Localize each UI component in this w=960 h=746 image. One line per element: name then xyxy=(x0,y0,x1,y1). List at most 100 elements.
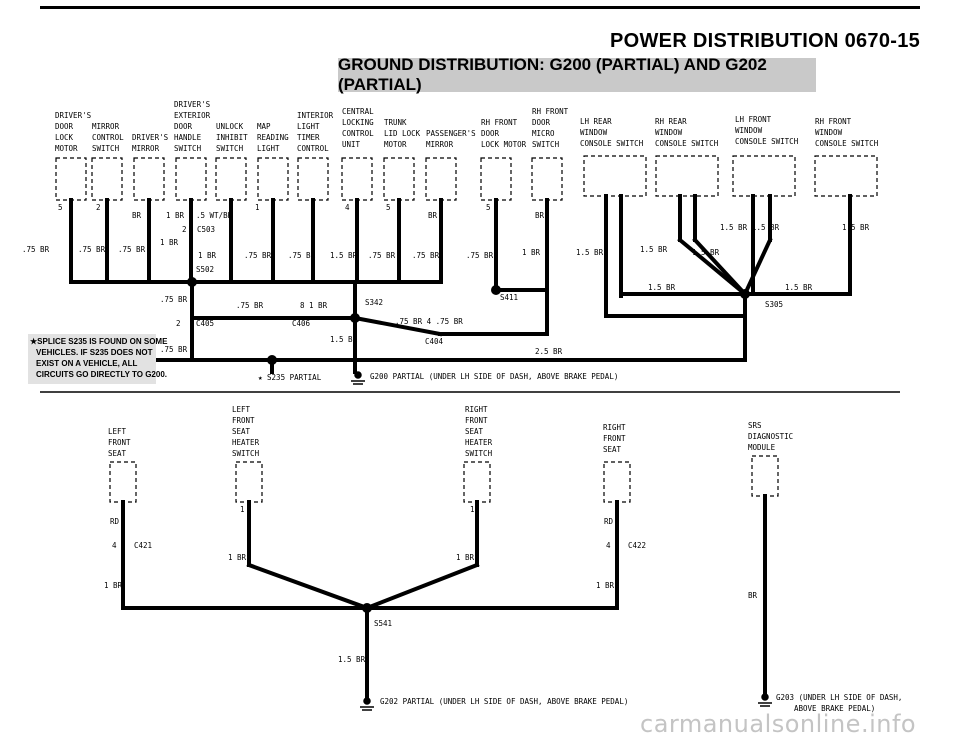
component-box-rh-rear-window-switch xyxy=(655,155,719,197)
label-line: CENTRAL xyxy=(342,107,374,116)
label-line: LOCK MOTOR xyxy=(481,140,527,149)
label-line: DRIVER'S xyxy=(132,133,169,142)
note-line: VEHICLES. IF S235 DOES NOT xyxy=(36,348,153,357)
label-line: HEATER xyxy=(232,438,260,447)
lower-splices xyxy=(362,603,372,613)
wire-label: 1 BR xyxy=(522,248,541,257)
splice-label-s235: ★ S235 PARTIAL xyxy=(258,373,322,382)
label-line: TIMER xyxy=(297,133,320,142)
lower-wires xyxy=(121,494,767,702)
label-line: INTERIOR xyxy=(297,111,334,120)
label-line: MOTOR xyxy=(55,144,78,153)
label-line: UNIT xyxy=(342,140,361,149)
label-line: LH FRONT xyxy=(735,115,772,124)
label-line: WINDOW xyxy=(655,128,683,137)
lower-labels: LEFT FRONT SEAT LEFT FRONT SEAT HEATER S… xyxy=(108,405,793,458)
label-line: SRS xyxy=(748,421,762,430)
label-line: LEFT xyxy=(108,427,127,436)
connector-c421: C421 xyxy=(134,541,152,550)
wire-label: 1.5 BR xyxy=(648,283,676,292)
ground-label-g203: ABOVE BRAKE PEDAL) xyxy=(794,704,875,713)
label-line: READING xyxy=(257,133,289,142)
component-box-central-locking-unit xyxy=(341,157,373,201)
pin-label: 5 xyxy=(486,203,491,212)
wire-label: 1 BR xyxy=(166,211,185,220)
wire-label: .75 BR xyxy=(160,295,188,304)
wire-label: 1.5 BR xyxy=(720,223,748,232)
wire-label: 1.5 BR xyxy=(330,251,358,260)
top-rule xyxy=(40,6,920,9)
splice-s305 xyxy=(740,289,750,299)
label-line: WINDOW xyxy=(815,128,843,137)
note-line: CIRCUITS GO DIRECTLY TO G200. xyxy=(36,370,167,379)
ground-label-g203: G203 (UNDER LH SIDE OF DASH, xyxy=(776,693,902,702)
connector-c422: C422 xyxy=(628,541,646,550)
wire-label: .75 BR xyxy=(466,251,494,260)
label-line: HANDLE xyxy=(174,133,202,142)
label-line: WINDOW xyxy=(735,126,763,135)
wire-label: .75 BR 4 .75 BR xyxy=(395,317,463,326)
wire-label: .75 BR xyxy=(368,251,396,260)
label-line: HEATER xyxy=(465,438,493,447)
label-line: CONSOLE SWITCH xyxy=(580,139,644,148)
wire-label: .75 BR xyxy=(412,251,440,260)
label-line: SWITCH xyxy=(216,144,244,153)
label-line: RH REAR xyxy=(655,117,687,126)
pin-label: 2 xyxy=(176,319,181,328)
wire-label: 1.5 BR xyxy=(640,245,668,254)
component-box-lh-rear-window-switch xyxy=(583,155,647,197)
label-line: CONTROL xyxy=(297,144,329,153)
component-box-right-seat-heater-switch xyxy=(463,461,491,503)
component-box-unlock-inhibit-switch xyxy=(215,157,247,201)
label-line: MIRROR xyxy=(426,140,454,149)
connector-c503: C503 xyxy=(197,225,215,234)
wire-label: 2.5 BR xyxy=(535,347,563,356)
page-title: POWER DISTRIBUTION 0670-15 xyxy=(610,30,921,52)
splice-label-s541: S541 xyxy=(374,619,392,628)
wire-label: BR xyxy=(132,211,142,220)
label-line: MIRROR xyxy=(92,122,120,131)
wire-label: 8 1 BR xyxy=(300,301,328,310)
splice-label-s305: S305 xyxy=(765,300,783,309)
label-line: FRONT xyxy=(603,434,626,443)
component-box-mirror-control-switch xyxy=(91,157,123,201)
section-title: GROUND DISTRIBUTION: G200 (PARTIAL) AND … xyxy=(338,55,767,94)
splice-label-s502: S502 xyxy=(196,265,214,274)
component-box-passengers-mirror xyxy=(425,157,457,201)
section-banner: GROUND DISTRIBUTION: G200 (PARTIAL) AND … xyxy=(338,55,816,94)
label-line: RH FRONT xyxy=(532,107,569,116)
wire-label: 1 BR xyxy=(198,251,217,260)
pin-label: 1 xyxy=(470,505,475,514)
splice-note: ★SPLICE S235 IS FOUND ON SOME VEHICLES. … xyxy=(28,334,168,384)
ground-g202-icon xyxy=(360,697,374,711)
wire-label: .75 BR xyxy=(244,251,272,260)
label-line: MOTOR xyxy=(384,140,407,149)
component-box-rh-front-door-micro-switch xyxy=(531,157,563,201)
pin-label: 2 xyxy=(96,203,101,212)
label-line: DRIVER'S xyxy=(174,100,211,109)
wire-label: 1.5 BR xyxy=(752,223,780,232)
label-line: SEAT xyxy=(232,427,251,436)
wire-label: BR xyxy=(428,211,438,220)
label-line: SEAT xyxy=(108,449,127,458)
pin-label: 4 xyxy=(606,541,611,550)
lower-wire-labels: RD 4 C421 1 BR 1 1 BR 1 1 BR RD 4 C422 1… xyxy=(104,505,902,713)
label-line: WINDOW xyxy=(580,128,608,137)
label-line: LH REAR xyxy=(580,117,612,126)
connector-c404: C404 xyxy=(425,337,444,346)
label-line: LEFT xyxy=(232,405,251,414)
pin-label: 5 xyxy=(386,203,391,212)
label-line: FRONT xyxy=(232,416,255,425)
label-line: DOOR xyxy=(532,118,551,127)
wire-label: 1.5 BR xyxy=(785,283,813,292)
splice-s342 xyxy=(350,313,360,323)
wire-label: 1.5 BR xyxy=(842,223,870,232)
wire-label: .75 BR xyxy=(22,245,50,254)
component-box-rh-front-window-switch xyxy=(814,155,878,197)
note-background xyxy=(28,334,156,384)
label-line: FRONT xyxy=(108,438,131,447)
wire-label: 1 BR xyxy=(228,553,247,562)
label-line: FRONT xyxy=(465,416,488,425)
label-line: SEAT xyxy=(465,427,484,436)
